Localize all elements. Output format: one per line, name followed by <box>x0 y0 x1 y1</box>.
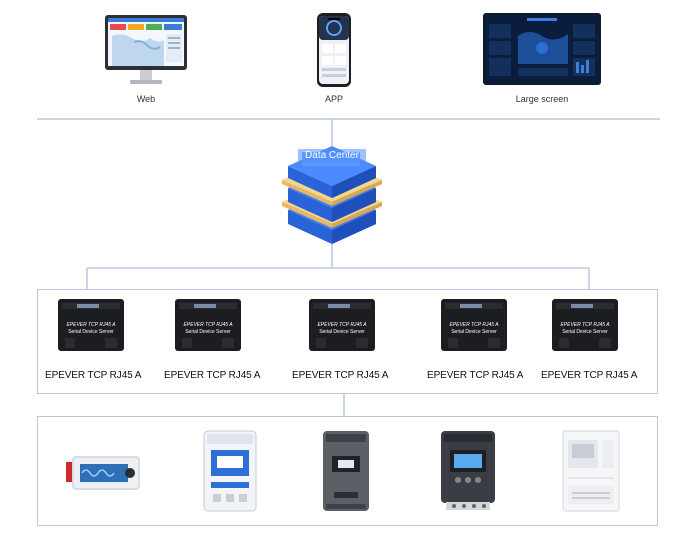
charge-controller-device <box>440 430 496 512</box>
inverter-charger-device <box>562 430 620 512</box>
phone-icon <box>317 13 351 87</box>
device-title: EPEVER TCP RJ45 A <box>560 322 610 328</box>
server-label: EPEVER TCP RJ45 A <box>292 370 389 381</box>
server-label: EPEVER TCP RJ45 A <box>164 370 261 381</box>
large-screen-icon <box>483 13 601 85</box>
inverter-icon <box>66 456 140 490</box>
server-device: EPEVER TCP RJ45 A Serial Device Server <box>551 298 619 352</box>
web-label: Web <box>136 94 156 104</box>
device-subtitle: Serial Device Server <box>185 329 231 335</box>
app-client <box>316 12 352 88</box>
device-title: EPEVER TCP RJ45 A <box>317 322 367 328</box>
device-subtitle: Serial Device Server <box>68 329 114 335</box>
large-screen-label: Large screen <box>515 94 569 104</box>
large-screen-client <box>482 12 602 86</box>
server-device: EPEVER TCP RJ45 A Serial Device Server <box>174 298 242 352</box>
device-title: EPEVER TCP RJ45 A <box>183 322 233 328</box>
controller-icon <box>203 430 257 512</box>
data-center-label: Data Center <box>298 149 366 163</box>
inverter-charger-icon <box>562 430 620 512</box>
device-subtitle: Serial Device Server <box>562 329 608 335</box>
device-subtitle: Serial Device Server <box>319 329 365 335</box>
device-title: EPEVER TCP RJ45 A <box>66 322 116 328</box>
device-title: EPEVER TCP RJ45 A <box>449 322 499 328</box>
charge-controller-device <box>322 430 370 512</box>
device-subtitle: Serial Device Server <box>451 329 497 335</box>
data-center: Data Center <box>280 144 384 246</box>
server-label: EPEVER TCP RJ45 A <box>45 370 142 381</box>
web-client <box>104 14 188 88</box>
app-label: APP <box>324 94 343 104</box>
server-label: EPEVER TCP RJ45 A <box>541 370 638 381</box>
server-device: EPEVER TCP RJ45 A Serial Device Server <box>440 298 508 352</box>
server-device: EPEVER TCP RJ45 A Serial Device Server <box>308 298 376 352</box>
server-device: EPEVER TCP RJ45 A Serial Device Server <box>57 298 125 352</box>
inverter-device <box>66 452 144 494</box>
controller-icon <box>441 431 495 510</box>
charge-controller-device <box>203 430 257 512</box>
controller-icon <box>323 431 369 511</box>
server-label: EPEVER TCP RJ45 A <box>427 370 524 381</box>
monitor-icon <box>105 15 187 84</box>
database-cube-icon <box>282 146 382 244</box>
